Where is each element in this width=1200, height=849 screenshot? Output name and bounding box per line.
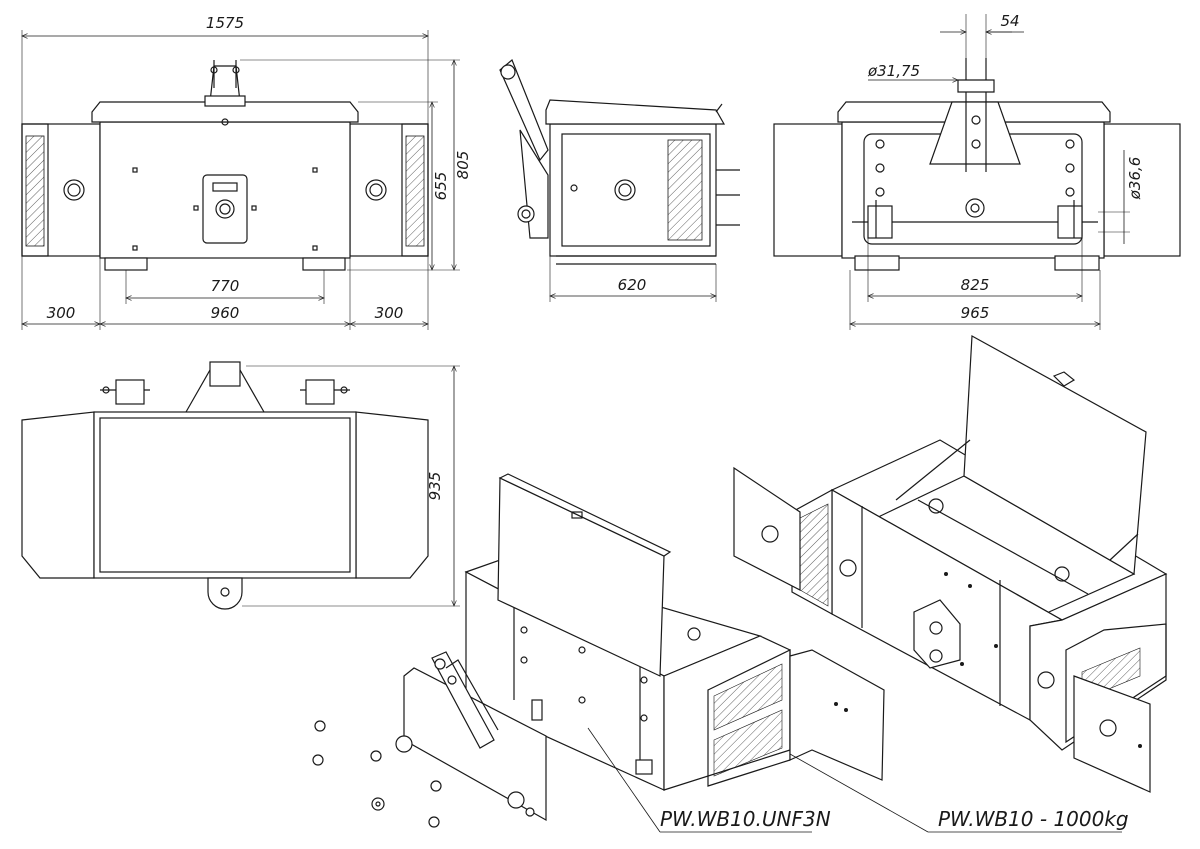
dim-825: 825 bbox=[961, 276, 990, 294]
top-view-hitch-ring bbox=[207, 577, 243, 610]
left-foot bbox=[104, 257, 148, 271]
iso-a-mount-frame bbox=[403, 667, 547, 822]
right-hatched-panel bbox=[405, 135, 425, 247]
side-lock-icon bbox=[614, 179, 636, 201]
dim-805: 805 bbox=[454, 151, 472, 180]
dim-960: 960 bbox=[211, 304, 240, 322]
dim-1575: 1575 bbox=[206, 14, 244, 32]
iso-view-wb10 bbox=[733, 335, 1168, 793]
side-hatched-panel bbox=[667, 139, 703, 241]
dim-300-left: 300 bbox=[47, 304, 76, 322]
right-foot bbox=[302, 257, 346, 271]
iso-view-unf3n bbox=[312, 473, 885, 828]
left-hatched-panel bbox=[25, 135, 45, 247]
side-lid bbox=[545, 99, 726, 125]
top-right-box bbox=[355, 411, 429, 579]
rear-view: 54 ø31,75 ø36,6 825 965 bbox=[773, 12, 1181, 330]
top-left-box bbox=[21, 411, 95, 579]
lid-front bbox=[91, 101, 359, 123]
dim-655: 655 bbox=[432, 172, 450, 201]
front-view: 1575 770 300 960 300 655 805 bbox=[22, 14, 472, 330]
rear-a-frame bbox=[929, 101, 1021, 165]
dim-hole-diameter: ø36,6 bbox=[1126, 157, 1144, 201]
model-labels: PW.WB10.UNF3N PW.WB10 - 1000kg bbox=[587, 727, 1129, 833]
iso-a-door bbox=[789, 649, 885, 781]
dim-620: 620 bbox=[618, 276, 647, 294]
model-label-unf3n: PW.WB10.UNF3N bbox=[660, 807, 831, 831]
iso-b-lid bbox=[963, 335, 1147, 575]
dim-54: 54 bbox=[1000, 12, 1019, 30]
dim-300-right: 300 bbox=[375, 304, 404, 322]
side-hitch-arm bbox=[499, 59, 549, 162]
side-view: 620 bbox=[499, 59, 740, 302]
dim-965: 965 bbox=[961, 304, 990, 322]
dim-pin-diameter: ø31,75 bbox=[867, 62, 920, 80]
model-label-wb10: PW.WB10 - 1000kg bbox=[938, 807, 1129, 831]
dim-770: 770 bbox=[211, 277, 240, 295]
right-lock-icon bbox=[365, 179, 387, 201]
left-lock-icon bbox=[63, 179, 85, 201]
rear-left-box bbox=[773, 123, 843, 257]
top-view: 935 bbox=[21, 361, 460, 610]
dim-935: 935 bbox=[426, 472, 444, 501]
top-main-box bbox=[93, 411, 357, 579]
